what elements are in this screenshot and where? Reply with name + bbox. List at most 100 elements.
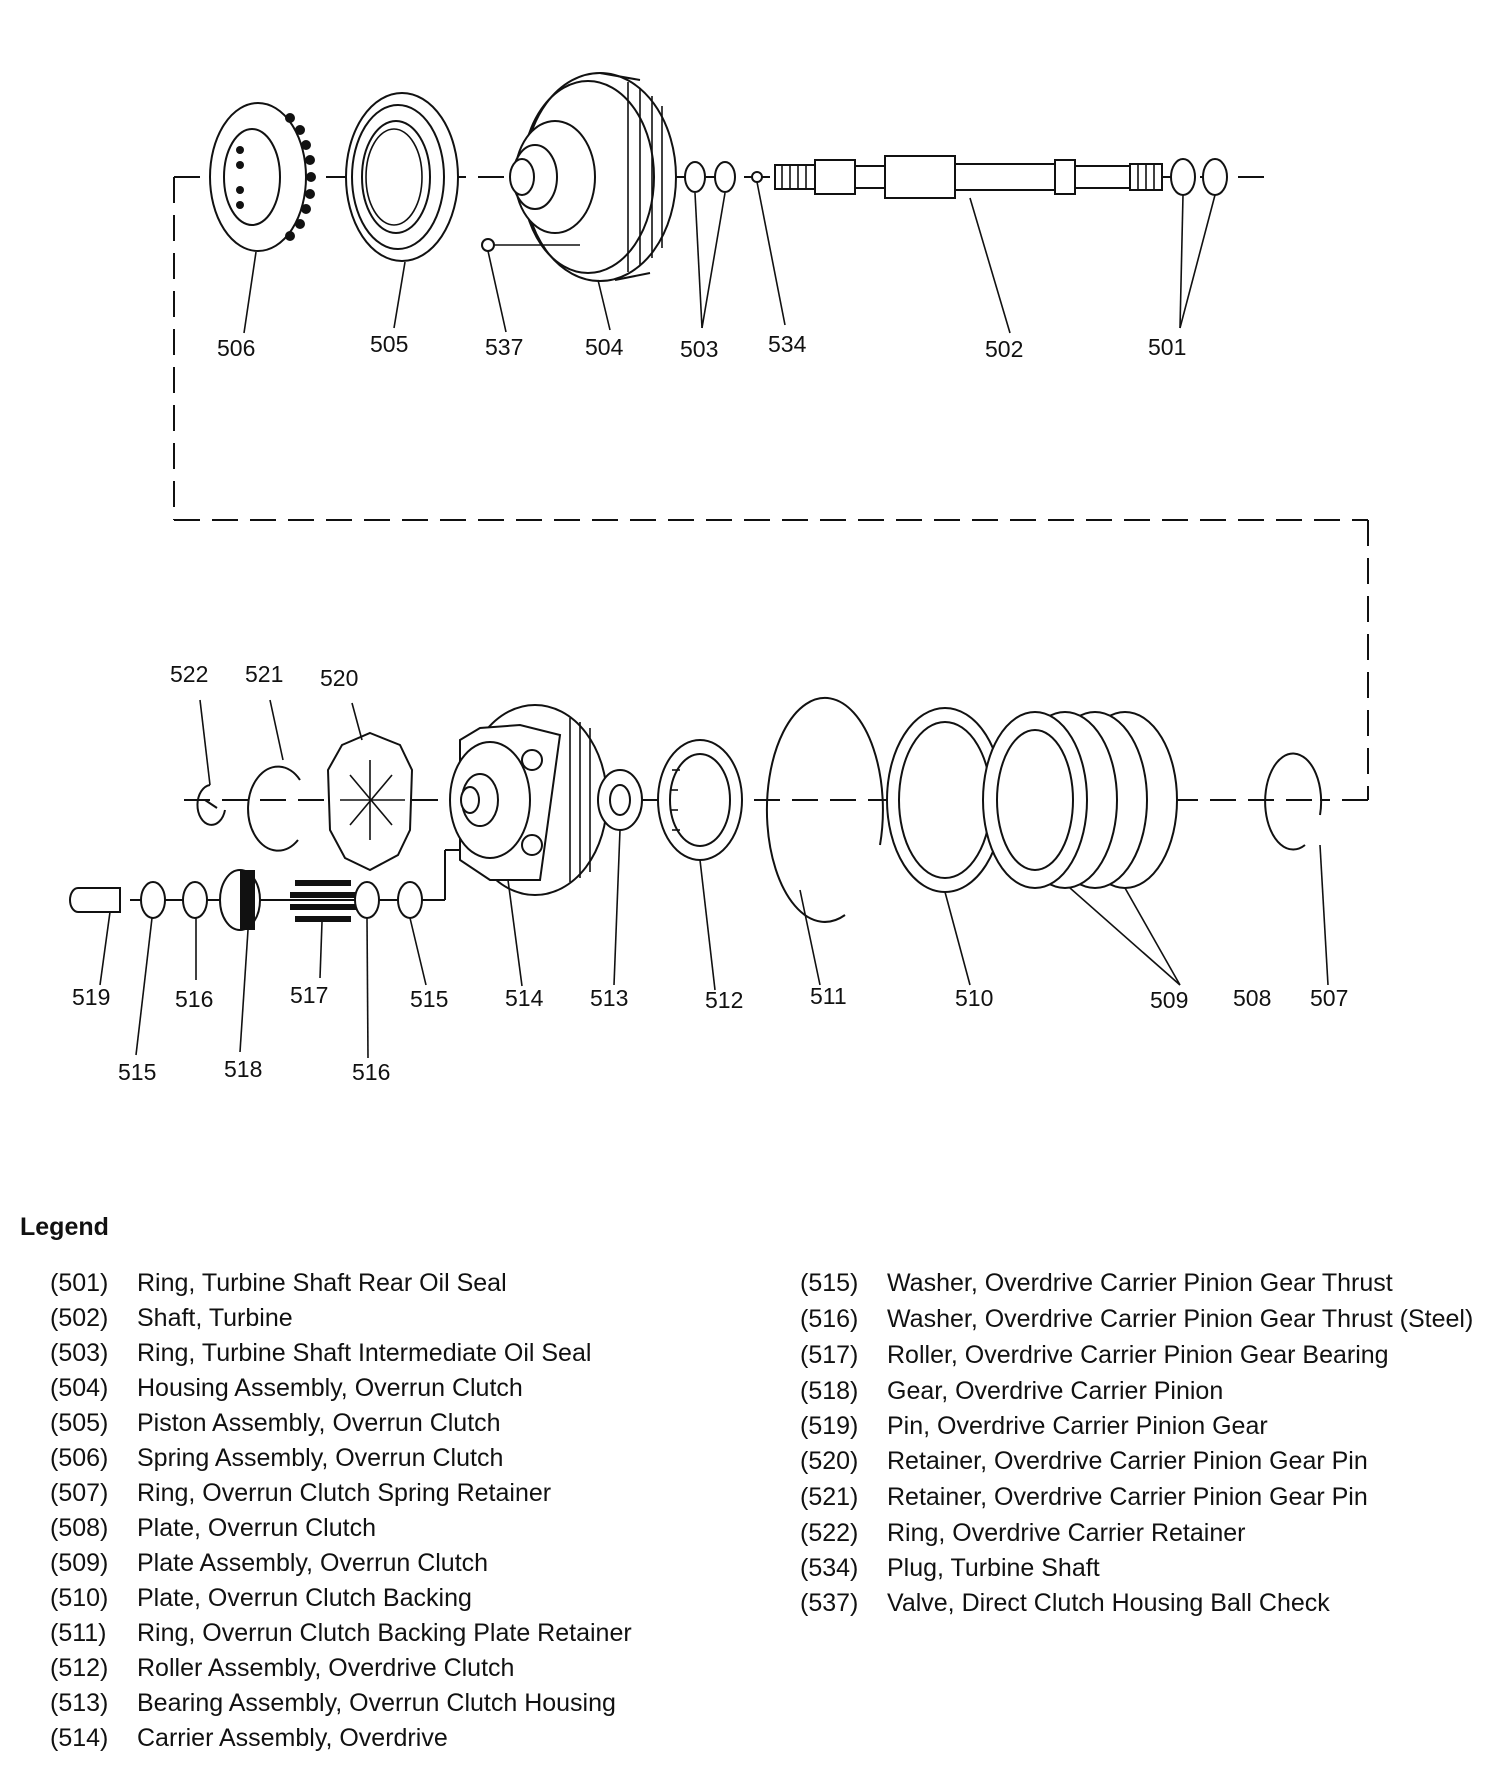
legend-description: Roller, Overdrive Carrier Pinion Gear Be… <box>887 1341 1389 1369</box>
bottom-leader-lines <box>99 699 1329 1059</box>
legend-number: (512) <box>50 1654 109 1682</box>
legend-description: Ring, Overrun Clutch Spring Retainer <box>137 1479 552 1507</box>
callout-522: 522 <box>170 661 208 687</box>
pin-retainer-521 <box>247 765 301 852</box>
legend-description: Plate, Overrun Clutch <box>137 1514 376 1542</box>
legend-description: Gear, Overdrive Carrier Pinion <box>887 1377 1224 1405</box>
legend-description: Ring, Turbine Shaft Intermediate Oil Sea… <box>137 1339 592 1367</box>
backing-plate-retainer-ring-511 <box>765 696 884 923</box>
piston-assembly-505 <box>345 92 459 262</box>
legend-item: (504) Housing Assembly, Overrun Clutch <box>50 1373 730 1403</box>
legend-item: (513)Bearing Assembly, Overrun Clutch Ho… <box>50 1688 730 1718</box>
callout-503: 503 <box>680 336 718 362</box>
legend-number: (516) <box>800 1305 859 1333</box>
callout-519: 519 <box>72 984 110 1010</box>
clutch-plate-stack-509-508 <box>982 711 1178 889</box>
legend-number: (502) <box>50 1304 109 1332</box>
legend-number: (518) <box>800 1377 859 1405</box>
callout-506: 506 <box>217 335 255 361</box>
legend-item: (510) Plate, Overrun Clutch Backing <box>50 1583 730 1613</box>
legend-description: Valve, Direct Clutch Housing Ball Check <box>887 1589 1330 1617</box>
housing-assembly-504 <box>509 72 677 282</box>
legend-item: (515)Washer, Overdrive Carrier Pinion Ge… <box>800 1268 1500 1298</box>
callout-505: 505 <box>370 331 408 357</box>
legend-item: (520)Retainer, Overdrive Carrier Pinion … <box>800 1446 1500 1476</box>
legend-description: Plate, Overrun Clutch Backing <box>137 1584 472 1612</box>
legend-item: (521)Retainer, Overdrive Carrier Pinion … <box>800 1482 1500 1512</box>
pin-retainer-plate-520 <box>326 731 414 872</box>
callout-504: 504 <box>585 334 624 360</box>
legend-number: (519) <box>800 1412 859 1440</box>
legend-number: (506) <box>50 1444 109 1472</box>
legend-item: (508)Plate, Overrun Clutch <box>50 1513 730 1543</box>
legend-item: (517) Roller, Overdrive Carrier Pinion Ge… <box>800 1340 1500 1370</box>
callout-521: 521 <box>245 661 283 687</box>
legend-number: (534) <box>800 1554 859 1582</box>
legend-description: Plate Assembly, Overrun Clutch <box>137 1549 489 1577</box>
legend-description: Shaft, Turbine <box>137 1304 293 1332</box>
callout-510: 510 <box>955 985 993 1011</box>
legend-number: (501) <box>50 1269 109 1297</box>
callout-502: 502 <box>985 336 1023 362</box>
legend-item: (519)Pin, Overdrive Carrier Pinion Gear <box>800 1411 1500 1441</box>
legend-number: (505) <box>50 1409 109 1437</box>
legend-item: (522) Ring, Overdrive Carrier Retainer <box>800 1518 1500 1548</box>
legend-item: (506)Spring Assembly, Overrun Clutch <box>50 1443 730 1473</box>
callout-537: 537 <box>485 334 523 360</box>
thrust-washer-515-a <box>140 881 166 919</box>
legend-number: (515) <box>800 1269 859 1297</box>
legend-number: (513) <box>50 1689 109 1717</box>
legend-description: Housing Assembly, Overrun Clutch <box>137 1374 523 1402</box>
legend-item: (505) Piston Assembly, Overrun Clutch <box>50 1408 730 1438</box>
legend-description: Piston Assembly, Overrun Clutch <box>137 1409 501 1437</box>
callout-511: 511 <box>810 983 847 1009</box>
plug-534 <box>751 171 763 183</box>
legend-description: Washer, Overdrive Carrier Pinion Gear Th… <box>887 1305 1474 1333</box>
callout-534: 534 <box>768 331 807 357</box>
thrust-washer-516-a <box>182 881 208 919</box>
callout-509: 509 <box>1150 987 1188 1013</box>
bearing-rollers-517 <box>290 880 356 922</box>
legend-description: Ring, Overdrive Carrier Retainer <box>887 1519 1246 1547</box>
callout-516: 516 <box>175 986 213 1012</box>
legend-description: Roller Assembly, Overdrive Clutch <box>137 1654 515 1682</box>
legend-description: Retainer, Overdrive Carrier Pinion Gear … <box>887 1447 1368 1475</box>
legend-number: (517) <box>800 1341 859 1369</box>
callout-520: 520 <box>320 665 358 691</box>
thrust-washer-515-b <box>397 881 423 919</box>
turbine-shaft-502 <box>774 155 1163 199</box>
callout-515: 515 <box>118 1059 156 1085</box>
legend-item: (509)Plate Assembly, Overrun Clutch <box>50 1548 730 1578</box>
legend-item: (511)Ring, Overrun Clutch Backing Plate … <box>50 1618 730 1648</box>
connection-frame <box>173 177 1369 801</box>
legend-description: Carrier Assembly, Overdrive <box>137 1724 448 1752</box>
legend-number: (522) <box>800 1519 859 1547</box>
legend-item: (503) Ring, Turbine Shaft Intermediate Oi… <box>50 1338 730 1368</box>
legend-description: Retainer, Overdrive Carrier Pinion Gear … <box>887 1483 1368 1511</box>
legend-item: (501)Ring, Turbine Shaft Rear Oil Seal <box>50 1268 730 1298</box>
callout-513: 513 <box>590 985 628 1011</box>
legend-number: (503) <box>50 1339 109 1367</box>
legend-item: (518) Gear, Overdrive Carrier Pinion <box>800 1376 1500 1406</box>
callout-516: 516 <box>352 1059 390 1085</box>
legend-number: (504) <box>50 1374 109 1402</box>
spring-retainer-ring-507 <box>1264 752 1323 851</box>
pinion-pin-519 <box>69 887 121 913</box>
legend-title: Legend <box>20 1213 109 1241</box>
rear-oil-seal-rings-501 <box>1170 158 1228 196</box>
callout-518: 518 <box>224 1056 262 1082</box>
overdrive-carrier-514 <box>449 704 608 896</box>
housing-bearing-513 <box>597 769 643 831</box>
legend-number: (510) <box>50 1584 109 1612</box>
callout-517: 517 <box>290 982 328 1008</box>
legend-item: (507)Ring, Overrun Clutch Spring Retaine… <box>50 1478 730 1508</box>
backing-plate-510 <box>886 707 1004 893</box>
thrust-washer-516-b <box>354 881 380 919</box>
legend-item: (514)Carrier Assembly, Overdrive <box>50 1723 730 1753</box>
legend-left-column: (501)Ring, Turbine Shaft Rear Oil Seal (… <box>50 1268 730 1758</box>
callout-508: 508 <box>1233 985 1271 1011</box>
legend-item: (512) Roller Assembly, Overdrive Clutch <box>50 1653 730 1683</box>
legend-number: (511) <box>50 1619 107 1647</box>
callout-501: 501 <box>1148 334 1186 360</box>
callout-515: 515 <box>410 986 448 1012</box>
